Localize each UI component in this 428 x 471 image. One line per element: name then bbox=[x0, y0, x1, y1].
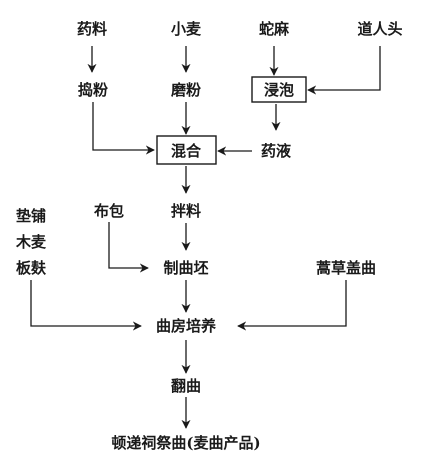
box-hunhe bbox=[156, 135, 217, 165]
edge-banfu-qufang bbox=[30, 280, 142, 331]
node-product: 顿递祠祭曲(麦曲产品) bbox=[111, 434, 260, 452]
node-banfu: 板麸 bbox=[16, 259, 47, 277]
node-haocao: 蒿草盖曲 bbox=[316, 259, 376, 277]
nodes: 药料 小麦 蛇麻 道人头 捣粉 磨粉 浸泡 混合 药液 垫铺 木麦 板麸 布包 … bbox=[15, 20, 403, 452]
node-mumai: 木麦 bbox=[15, 233, 47, 251]
edge-haocao-qufang bbox=[237, 280, 347, 331]
node-daorentou: 道人头 bbox=[357, 20, 402, 38]
node-yaoliao: 药料 bbox=[77, 20, 107, 38]
node-hunhe: 混合 bbox=[171, 142, 202, 160]
node-bubao: 布包 bbox=[94, 202, 124, 220]
edge-daofen-hunhe bbox=[92, 102, 155, 155]
edge-daorentou-jinpao bbox=[307, 46, 381, 95]
node-shema: 蛇麻 bbox=[259, 20, 290, 38]
edge-bubao-zhiqupi bbox=[108, 222, 149, 273]
node-banliao: 拌料 bbox=[171, 202, 201, 220]
node-dianpu: 垫铺 bbox=[16, 207, 46, 225]
node-zhiqupi: 制曲坯 bbox=[163, 259, 208, 277]
node-xiaomai: 小麦 bbox=[171, 20, 202, 38]
node-qufang: 曲房培养 bbox=[156, 317, 217, 335]
node-fanqu: 翻曲 bbox=[171, 377, 201, 395]
node-mofen: 磨粉 bbox=[170, 81, 201, 99]
node-yaoye: 药液 bbox=[261, 142, 292, 160]
edges bbox=[30, 46, 381, 429]
box-jinpao bbox=[251, 76, 307, 103]
node-daofen: 捣粉 bbox=[78, 81, 108, 99]
node-jinpao: 浸泡 bbox=[264, 81, 294, 99]
